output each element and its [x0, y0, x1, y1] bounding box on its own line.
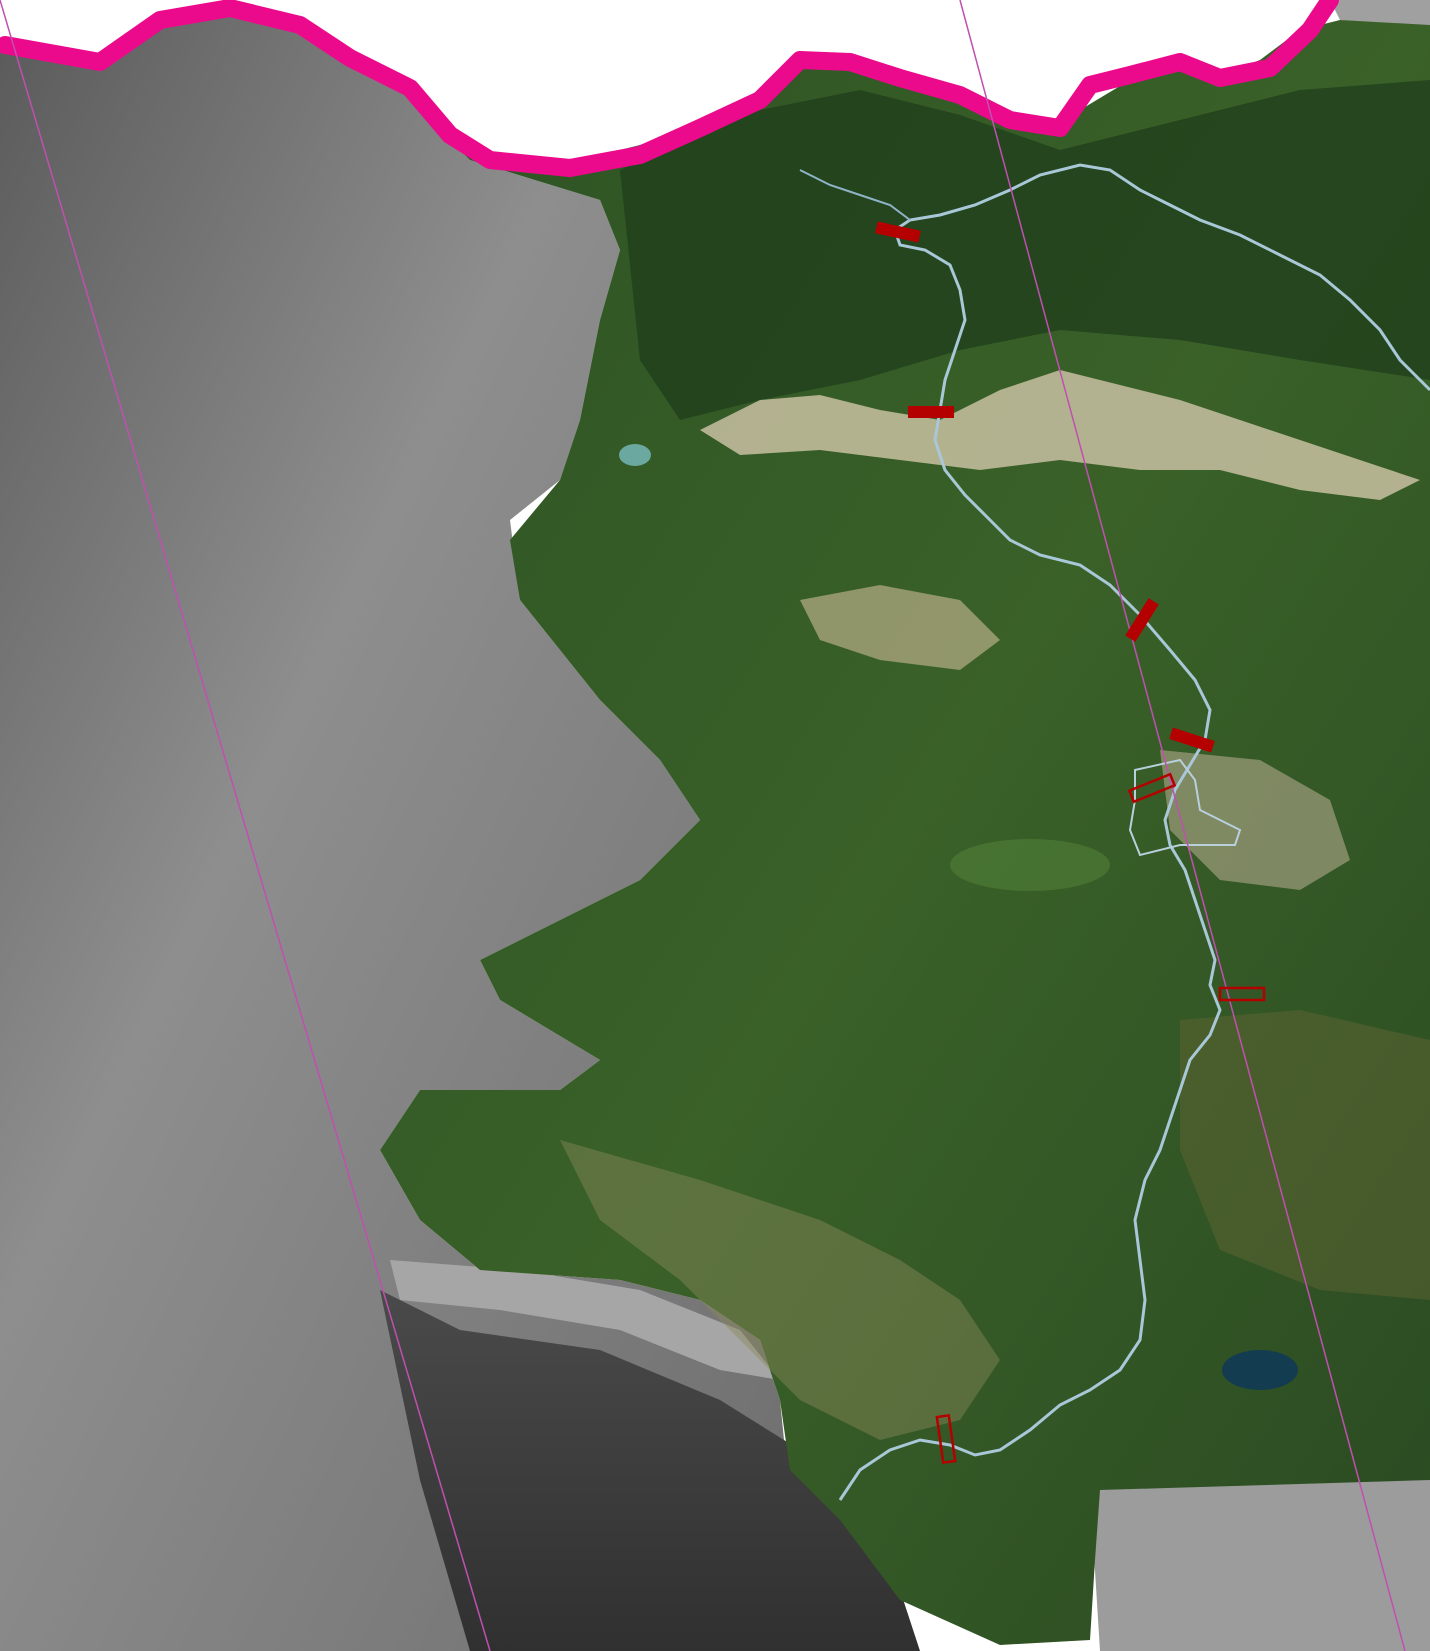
marker-5[interactable]: [1127, 772, 1177, 804]
olive-upland-east: [1180, 1010, 1430, 1300]
gray-land-northeast: [1330, 0, 1430, 30]
sea: [380, 1290, 920, 1651]
lake-north: [619, 444, 651, 466]
grid-line-east: [959, 0, 1406, 1651]
green-plain: [950, 839, 1110, 891]
forest-dark-ridge: [620, 80, 1430, 420]
lake-outline: [1128, 758, 1242, 857]
marker-7[interactable]: [935, 1413, 957, 1465]
marker-1[interactable]: [875, 221, 921, 243]
bare-rock-ridge: [700, 370, 1420, 500]
bare-rock-patch-1: [800, 585, 1000, 670]
markers: [875, 221, 1266, 1465]
gray-coast-strip: [390, 1260, 780, 1380]
river-tributary: [799, 169, 911, 221]
gray-land-west: [0, 8, 790, 1651]
marker-2[interactable]: [908, 406, 954, 418]
farmland-valley: [560, 1140, 1000, 1440]
boundary-line: [0, 0, 1339, 177]
bare-rock-patch-2: [1160, 750, 1350, 890]
marker-3[interactable]: [1125, 598, 1159, 642]
marker-6[interactable]: [1218, 986, 1266, 1002]
color-imagery: [380, 20, 1430, 1645]
gray-land-southeast: [1090, 1470, 1430, 1651]
grid-line-west: [0, 0, 491, 1651]
marker-4[interactable]: [1169, 727, 1215, 753]
lake-south: [1222, 1350, 1298, 1390]
